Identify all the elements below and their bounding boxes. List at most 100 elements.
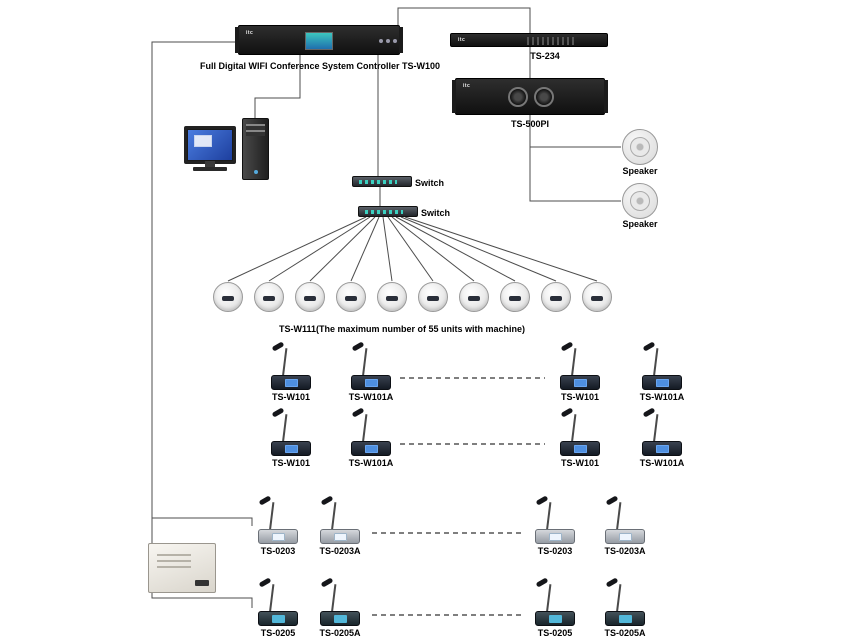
- mic-unit: TS-W101: [254, 341, 328, 404]
- mic-base: [320, 529, 360, 544]
- mic-unit: TS-W101A: [625, 407, 699, 470]
- power-supply-unit: [148, 543, 216, 593]
- ap-unit-ts-w111: [213, 282, 243, 312]
- brand-logo: itc: [463, 83, 471, 89]
- speaker-2-label: Speaker: [622, 219, 658, 229]
- mic-screen: [364, 378, 378, 387]
- mic-screen: [618, 532, 632, 541]
- mic-screen: [271, 532, 285, 541]
- mic-unit: TS-W101: [543, 407, 617, 470]
- mic-unit: TS-W101: [254, 407, 328, 470]
- ap-unit-ts-w111: [582, 282, 612, 312]
- monitor-screen: [188, 130, 232, 160]
- amp-knob: [534, 87, 554, 107]
- mic-base: [535, 529, 575, 544]
- mic-label: TS-W101A: [639, 392, 685, 402]
- ap-unit-ts-w111: [541, 282, 571, 312]
- mic-gooseneck: [571, 414, 577, 443]
- rack-ear: [452, 80, 456, 113]
- mic-screen: [333, 614, 347, 623]
- brand-logo: itc: [246, 30, 254, 36]
- mic-unit: TS-0205: [241, 577, 315, 640]
- mic-base: [271, 441, 311, 456]
- ap-unit-ts-w111: [500, 282, 530, 312]
- ap-unit-ts-w111: [418, 282, 448, 312]
- mic-unit: TS-0205A: [303, 577, 377, 640]
- mic-base: [271, 375, 311, 390]
- ap-slot: [304, 296, 316, 301]
- ap-slot: [386, 296, 398, 301]
- ap-unit-ts-w111: [254, 282, 284, 312]
- speaker-2: [622, 183, 658, 219]
- ap-unit-ts-w111: [336, 282, 366, 312]
- mic-gooseneck: [616, 502, 622, 531]
- computer-tower: [242, 118, 269, 180]
- ts-500pi-label: TS-500PI: [510, 119, 550, 129]
- mic-unit: TS-W101A: [334, 341, 408, 404]
- mic-unit: TS-W101A: [334, 407, 408, 470]
- mic-base: [560, 441, 600, 456]
- mic-screen: [573, 378, 587, 387]
- power-connector: [195, 580, 209, 586]
- ap-unit-ts-w111: [295, 282, 325, 312]
- mic-gooseneck: [269, 502, 275, 531]
- switch-2-label: Switch: [421, 208, 451, 218]
- label-text-lines: [157, 554, 191, 572]
- mic-unit: TS-0205: [518, 577, 592, 640]
- network-switch-2: [358, 206, 418, 217]
- mic-label: TS-W101: [271, 458, 310, 468]
- device-ts-500pi: itc: [452, 78, 608, 115]
- mic-gooseneck: [616, 584, 622, 613]
- ap-slot: [591, 296, 603, 301]
- mic-unit: TS-0203A: [588, 495, 662, 558]
- wires-solid: [151, 7, 621, 608]
- mic-label: TS-0203: [260, 546, 296, 556]
- rack-ear: [604, 80, 608, 113]
- ap-slot: [263, 296, 275, 301]
- rack-ear: [235, 27, 239, 53]
- mic-gooseneck: [331, 584, 337, 613]
- monitor-stand: [205, 161, 215, 167]
- mic-gooseneck: [546, 502, 552, 531]
- mic-screen: [618, 614, 632, 623]
- computer-monitor: [184, 126, 236, 167]
- mic-gooseneck: [269, 584, 275, 613]
- vent-strip: [527, 37, 577, 45]
- mic-gooseneck: [362, 348, 368, 377]
- mic-label: TS-0205A: [604, 628, 646, 638]
- mic-screen: [364, 444, 378, 453]
- controller-screen: [305, 32, 333, 50]
- mic-base: [320, 611, 360, 626]
- device-controller-ts-w100: itc: [235, 25, 403, 55]
- controller-knobs: [379, 39, 383, 43]
- mic-base: [258, 611, 298, 626]
- ap-slot: [550, 296, 562, 301]
- mic-screen: [573, 444, 587, 453]
- ap-slot: [345, 296, 357, 301]
- mic-label: TS-W101: [560, 392, 599, 402]
- mic-base: [642, 441, 682, 456]
- mic-gooseneck: [571, 348, 577, 377]
- mic-label: TS-0205: [537, 628, 573, 638]
- switch-1-label: Switch: [415, 178, 445, 188]
- mic-label: TS-0203A: [604, 546, 646, 556]
- mic-label: TS-W101A: [639, 458, 685, 468]
- mic-label: TS-W101: [560, 458, 599, 468]
- mic-screen: [284, 444, 298, 453]
- brand-logo: itc: [458, 37, 466, 43]
- ap-slot: [509, 296, 521, 301]
- mic-screen: [655, 444, 669, 453]
- ap-unit-ts-w111: [377, 282, 407, 312]
- speaker-1-label: Speaker: [622, 166, 658, 176]
- ap-unit-ts-w111: [459, 282, 489, 312]
- mic-base: [605, 529, 645, 544]
- amp-knob: [508, 87, 528, 107]
- mic-unit: TS-0205A: [588, 577, 662, 640]
- mic-unit: TS-W101A: [625, 341, 699, 404]
- mic-base: [351, 375, 391, 390]
- speaker-cone: [630, 137, 650, 157]
- mic-unit: TS-W101: [543, 341, 617, 404]
- controller-label: Full Digital WIFI Conference System Cont…: [199, 61, 441, 71]
